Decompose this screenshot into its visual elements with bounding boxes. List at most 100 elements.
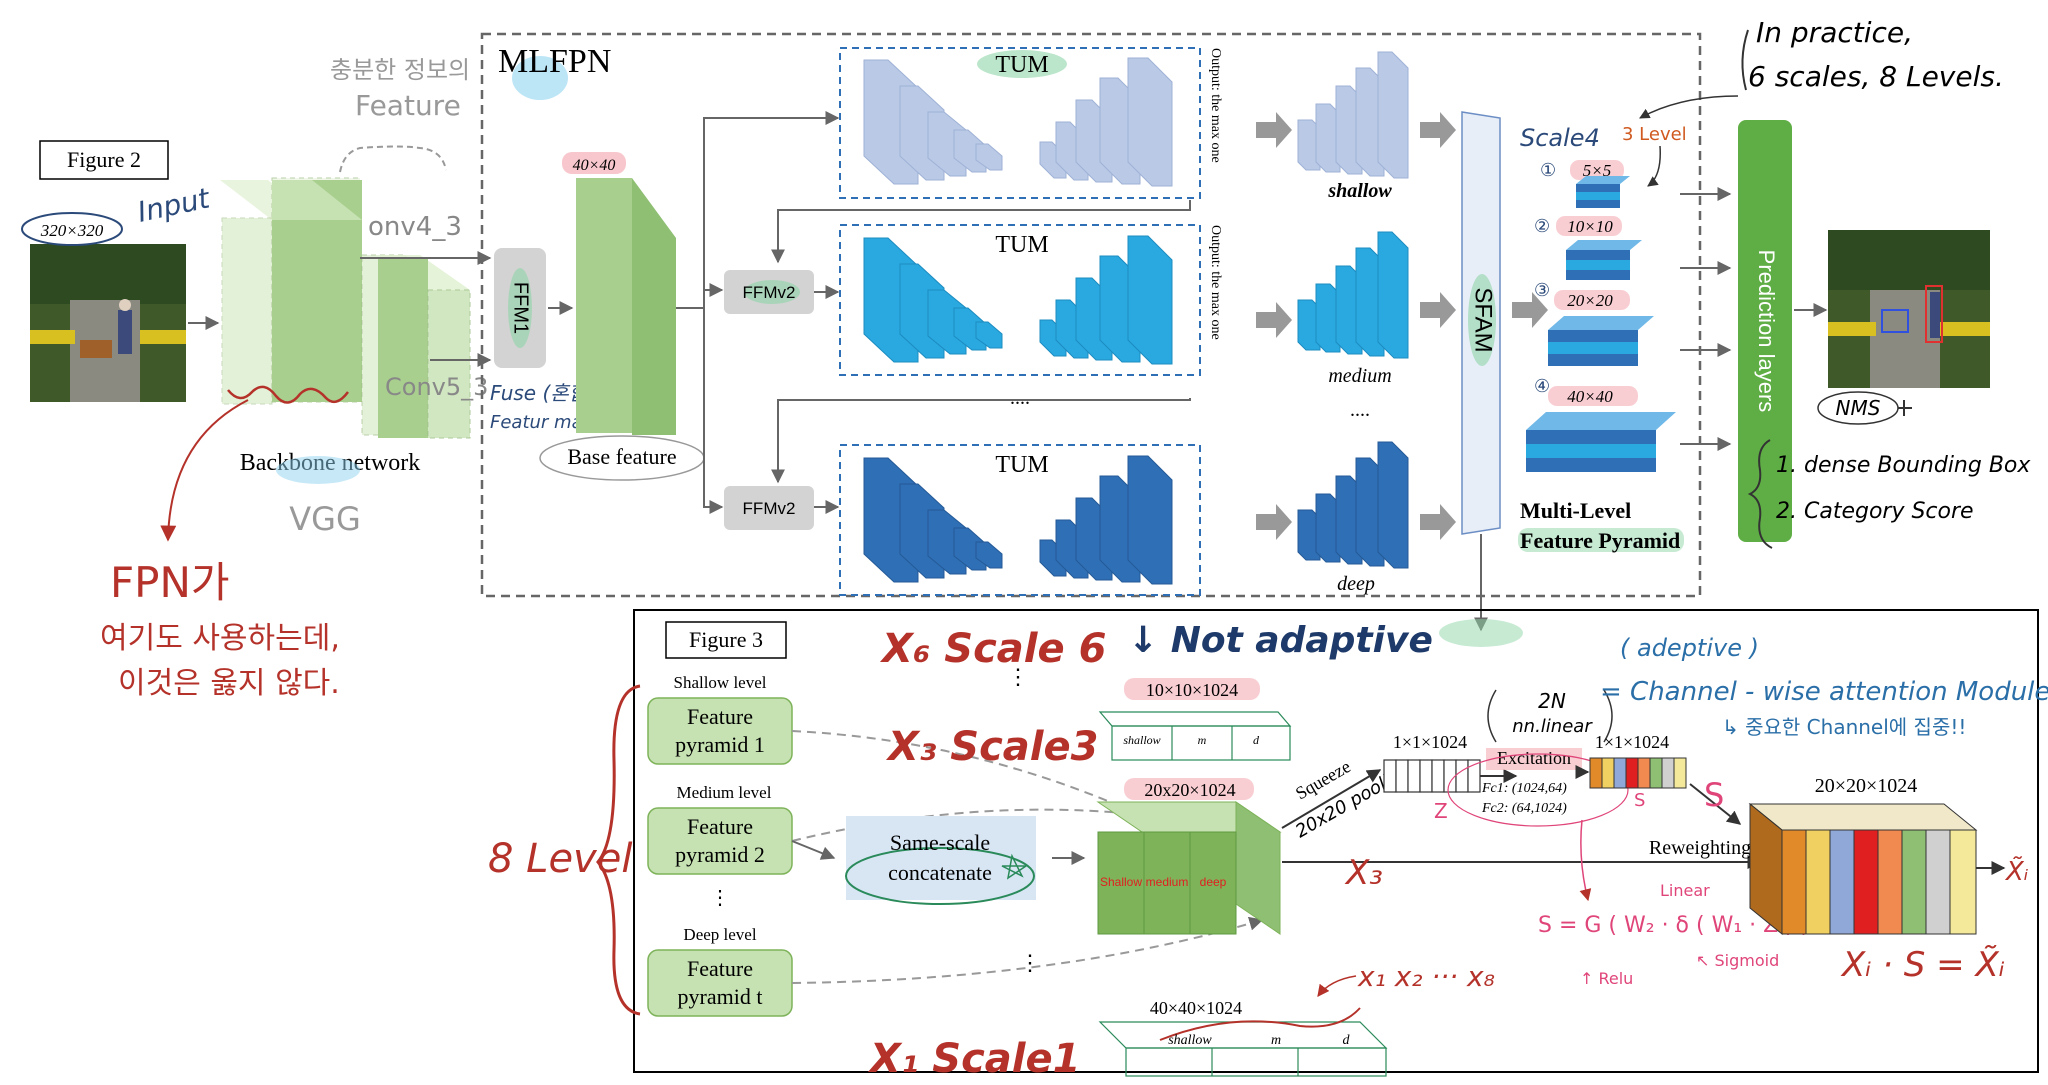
conv5-label: Conv5_3 [385,373,488,401]
pyramid-box-1-line2: pyramid 1 [675,732,765,757]
base-to-tum1-line [676,111,840,309]
output-brace [1747,439,1773,549]
twon-note-1: 2N [1538,689,1566,713]
level-deep: deep [1337,573,1375,595]
backbone-block [220,177,471,439]
top-slab-shallow: shallow [1123,733,1160,747]
excitation-highlight [1486,748,1582,770]
figure3-label-box [665,621,787,659]
cam-sub-note: ↳ 중요한 Channel에 집중!! [1722,715,1966,739]
tum3-encoder [863,457,1003,583]
scale-2-highlight [1556,216,1622,236]
vector-to-output-arrow [1689,783,1742,825]
scale-4-highlight [1548,386,1638,406]
x3-note: X₃ [1344,853,1383,893]
deep-pyramid [1297,441,1409,569]
bottom-slab-d: d [1343,1033,1351,1048]
scale-1: 5×5 [1583,161,1611,180]
sfam-highlight [1468,274,1496,366]
feature-note-2: Feature [355,89,461,122]
ffmv2-box-2 [724,486,814,530]
size-bottom: 40×40×1024 [1150,998,1242,1018]
concat-block [1096,801,1282,935]
relu-note: ↑ Relu [1580,969,1633,988]
deep-level-title: Deep level [683,925,756,944]
circled-4: ④ [1534,376,1550,396]
three-level-note: 3 Level [1622,124,1687,145]
bottom-slab-s: shallow [1168,1033,1212,1048]
input-image [30,244,186,402]
ffmv2-label-2: FFMv2 [743,499,796,518]
figure2-label-box [39,140,169,180]
level-medium: medium [1328,365,1391,387]
top-slab-d: d [1253,733,1260,747]
pyramid-level-4 [1526,412,1676,472]
circled-3: ③ [1534,280,1550,300]
size-mid: 20x20×1024 [1144,780,1235,800]
tum1-highlight [977,50,1067,78]
s-note-large: S [1704,776,1724,814]
vgg-note: VGG [289,500,360,538]
bottom-slab-squiggle [1159,1007,1361,1041]
not-adaptive-note: ↓ Not adaptive [1128,620,1433,661]
eight-level-note: 8 Level [488,836,632,882]
twon-note-2: nn.linear [1512,716,1593,737]
concat-line2: concatenate [888,860,992,885]
fpn-note-3: 이것은 옳지 않다. [118,666,340,701]
pyramid-label-2: Feature Pyramid [1520,528,1680,553]
prediction-label: Prediction layers [1754,250,1779,413]
level-shallow: shallow [1327,180,1392,202]
medium-dots: .... [1350,399,1370,421]
circled-2: ② [1534,216,1550,236]
ffmv2-label-1: FFMv2 [743,283,796,302]
input-note: Input [135,181,214,229]
fpn-note-2: 여기도 사용하는데, [100,621,340,656]
shallow-level-title: Shallow level [673,673,766,692]
backbone-highlight [276,456,360,484]
vec-size-1: 1×1×1024 [1393,732,1467,752]
adaptive-note: ( adeptive ) [1620,634,1759,662]
fc1-label: Fc1: (1024,64) [1481,781,1567,796]
category-note: 2. Category Score [1776,499,1974,524]
concat-circle [845,847,1035,905]
concat-line1: Same-scale [890,830,990,855]
ffmv2-highlight [744,280,800,304]
reweighting-label: Reweighting [1649,837,1751,859]
prediction-bar [1738,120,1792,542]
attention-vector [1589,757,1687,789]
bottom-slab [1098,1021,1388,1077]
tum1-encoder [863,59,1003,185]
sequence-note: x₁ x₂ ··· x₈ [1357,960,1495,993]
backbone-squiggle [227,385,349,404]
pyramid-box-1-line1: Feature [687,704,753,729]
result-formula: Xᵢ · S = X̃ᵢ [1840,945,2005,985]
s-note-small: S [1634,790,1645,811]
three-level-arrow [1647,145,1661,187]
to-concat-arrow [791,840,836,860]
scale-vdots-top: ⋮ [1007,664,1029,689]
base-to-ffmv2-2 [703,308,724,514]
fpn-arrow [160,399,249,542]
mlfpn-highlight [512,56,568,100]
top-slab [1098,711,1292,761]
fc2-label: Fc2: (64,1024) [1481,801,1567,816]
output-image [1828,230,1990,388]
pyramid-label-1: Multi-Level [1520,498,1631,523]
base-feature-block [576,178,676,435]
tum-dots: .... [1010,387,1030,409]
pyramid-level-1 [1576,176,1630,208]
pyramid-label-highlight [1518,528,1684,552]
pyramid-box-2-line2: pyramid 2 [675,842,765,867]
tum1-decoder [1039,57,1173,187]
scale-3-highlight [1554,290,1630,310]
tum-label-2: TUM [995,232,1048,258]
dense-note: 1. dense Bounding Box [1776,453,2031,478]
tum1-feedback [771,200,1191,264]
scale-4: 40×40 [1567,387,1613,406]
sfam-label: SFAM [1470,287,1497,352]
medium-level-title: Medium level [677,783,772,802]
feature-note-1: 충분한 정보의 [330,56,470,84]
mlfpn-title: MLFPN [498,43,611,80]
tum-box-2 [839,224,1201,376]
